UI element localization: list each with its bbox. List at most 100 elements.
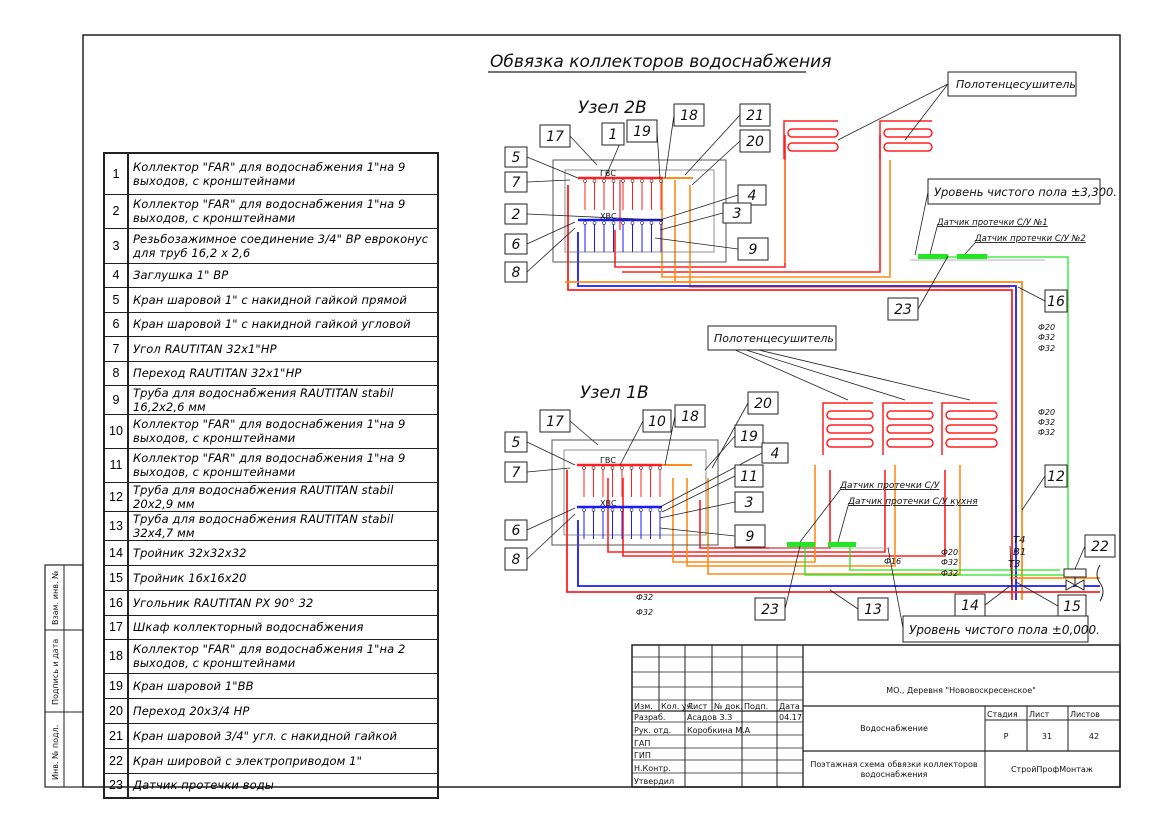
callout-leader bbox=[784, 545, 801, 610]
callout-leader bbox=[917, 255, 949, 310]
title-block: МО., Деревня "Нововоскресенское" Водосна… bbox=[631, 644, 1121, 788]
node-2b-title: Узел 2В bbox=[578, 98, 647, 118]
riser-mid-pipe-1: Ф20 bbox=[1038, 408, 1055, 417]
valve-icon bbox=[610, 466, 615, 470]
label-leader bbox=[837, 83, 949, 141]
callout-box bbox=[504, 146, 528, 168]
pipe-left-2: Ф32 bbox=[636, 608, 653, 617]
pipe bbox=[567, 185, 1013, 600]
label-leader bbox=[964, 242, 976, 255]
valve-icon bbox=[629, 508, 634, 512]
callout-box bbox=[539, 409, 571, 433]
callout-leader bbox=[711, 402, 749, 469]
label-leader bbox=[837, 505, 849, 543]
callout-box bbox=[722, 202, 752, 224]
spec-number: 11 bbox=[103, 447, 129, 483]
callout-leader bbox=[526, 227, 576, 273]
callout-leader bbox=[526, 507, 576, 531]
valve-icon bbox=[602, 179, 606, 183]
riser-t4: Т4 bbox=[1013, 535, 1025, 546]
valve-icon bbox=[592, 179, 597, 183]
callout-box bbox=[539, 124, 571, 148]
leak-sensor-icon bbox=[828, 542, 856, 547]
spec-number: 12 bbox=[103, 481, 129, 512]
callout-box bbox=[754, 597, 786, 621]
bottom-pipe-2: Ф32 bbox=[941, 558, 958, 567]
callout-box bbox=[761, 442, 789, 464]
riser-b1: В1 bbox=[1013, 547, 1026, 558]
callout-box bbox=[737, 184, 767, 206]
floor-level-top: Уровень чистого пола ±3,300. bbox=[934, 185, 1117, 199]
leader-lines bbox=[526, 83, 1086, 629]
spec-number: 19 bbox=[103, 672, 129, 699]
spec-number: 6 bbox=[103, 311, 129, 337]
leak-sensor-icon bbox=[787, 542, 815, 547]
node-2b-hot-label: ГВС bbox=[600, 169, 616, 178]
callout-leader bbox=[619, 420, 644, 466]
valve-icon bbox=[648, 508, 653, 512]
callout-number: 3 bbox=[745, 495, 754, 511]
spec-description: Коллектор "FAR" для водоснабжения 1"на 9… bbox=[127, 413, 439, 449]
spec-description: Кран шаровой 1" с накидной гайкой углово… bbox=[127, 311, 439, 337]
callout-box bbox=[1044, 464, 1068, 488]
callout-leader bbox=[829, 589, 859, 610]
valve-icon bbox=[649, 221, 654, 225]
pipe bbox=[577, 232, 1017, 600]
callout-number: 22 bbox=[1091, 539, 1109, 555]
callout-number: 17 bbox=[546, 129, 564, 145]
callout-number: 19 bbox=[633, 124, 651, 140]
callout-number: 6 bbox=[512, 237, 521, 253]
spec-number: 20 bbox=[103, 697, 129, 724]
valve-icon bbox=[620, 508, 624, 512]
pipe bbox=[622, 470, 946, 557]
tb-description-1: Поэтажная схема обвязки коллекторов bbox=[810, 760, 978, 769]
spec-description: Коллектор "FAR" для водоснабжения 1"на 2… bbox=[127, 638, 439, 674]
pipe bbox=[804, 546, 1068, 576]
leak-sensor-icon bbox=[918, 254, 948, 259]
tb-sheets-label: Листов bbox=[1070, 710, 1100, 719]
side-stamp: Взам. инв. № Подпись и дата Инв. № подл. bbox=[44, 564, 84, 788]
callout-box bbox=[504, 461, 528, 483]
stamp-inventory: Инв. № подл. bbox=[51, 725, 60, 780]
callout-leader bbox=[526, 467, 571, 473]
pipe bbox=[686, 465, 896, 567]
callout-box bbox=[504, 233, 528, 255]
spec-description: Тройник 32x32x32 bbox=[127, 539, 439, 566]
spec-description: Кран шировой с электроприводом 1" bbox=[127, 747, 439, 774]
callout-leader bbox=[704, 435, 736, 471]
spec-number: 5 bbox=[103, 286, 129, 313]
pipe bbox=[577, 520, 1100, 587]
callout-leader bbox=[1017, 286, 1046, 302]
valve-icon bbox=[630, 179, 635, 183]
valve-icon bbox=[658, 508, 662, 512]
spec-description: Переход 20x3/4 НР bbox=[127, 697, 439, 724]
callout-box bbox=[504, 431, 528, 453]
motorized-valve-icon bbox=[1063, 568, 1087, 591]
riser-top-pipe-2: Ф32 bbox=[1038, 333, 1055, 342]
pipe bbox=[707, 465, 961, 575]
spec-number: 2 bbox=[103, 193, 129, 229]
callout-leader bbox=[569, 135, 598, 166]
tb-role: Утвердил bbox=[634, 777, 674, 786]
tb-section: Водоснабжение bbox=[860, 724, 928, 733]
callout-leader bbox=[691, 140, 741, 186]
tb-role: Н.Контр. bbox=[634, 764, 671, 773]
valve-icon bbox=[582, 508, 586, 512]
collector-cabinets bbox=[551, 159, 727, 546]
callout-number: 23 bbox=[761, 602, 779, 618]
callout-box bbox=[642, 409, 672, 433]
spec-description: Угольник RAUTITAN PX 90° 32 bbox=[127, 589, 439, 616]
callout-leader bbox=[659, 501, 736, 519]
drawing-title: Обвязка коллекторов водоснабжения bbox=[490, 52, 831, 72]
spec-number: 9 bbox=[103, 384, 129, 415]
sensor-bath-1-label: Датчик протечки С/У №1 bbox=[936, 218, 1048, 228]
